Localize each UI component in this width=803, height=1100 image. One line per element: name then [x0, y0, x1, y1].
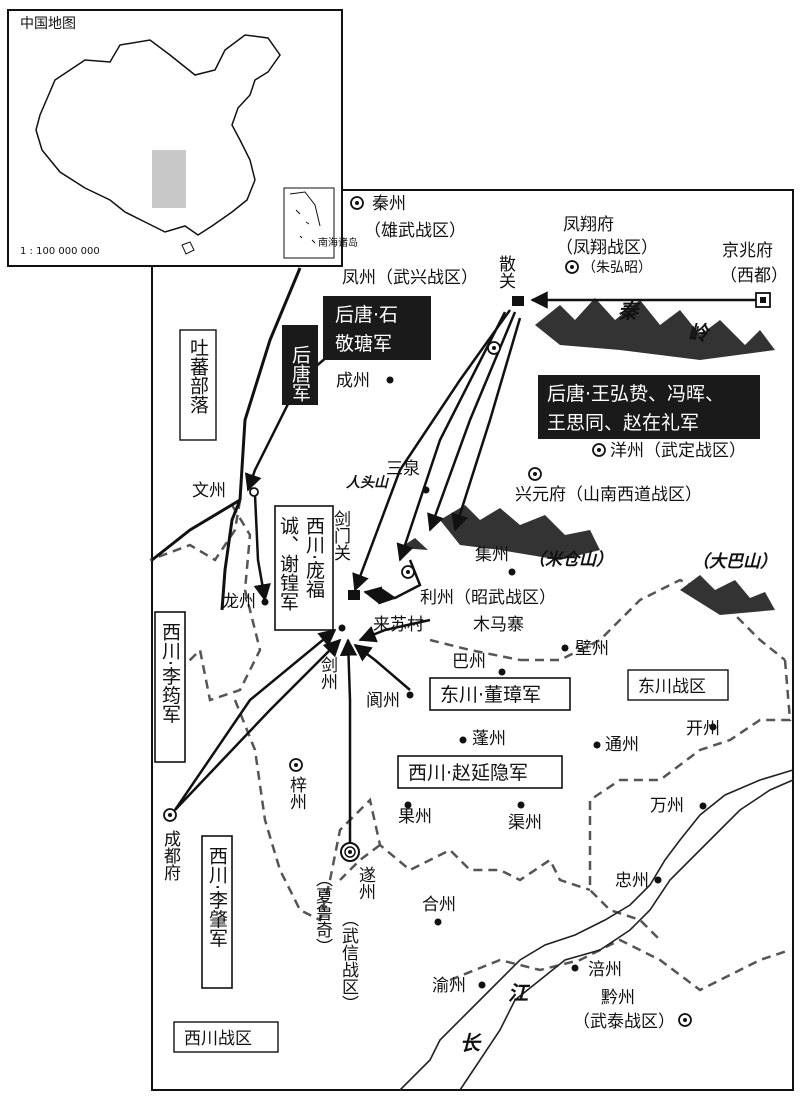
army-box-pangfu: 西川·庞福 诚、谢锽军 [274, 505, 334, 631]
svg-text:巴州: 巴州 [452, 652, 486, 672]
army-box-wanghongzhi: 后唐·王弘贽、冯晖、 王思同、赵在礼军 [538, 375, 760, 439]
svg-text:兴元府（山南西道战区）: 兴元府（山南西道战区） [515, 485, 702, 505]
svg-text:（大巴山）: （大巴山） [692, 552, 777, 572]
svg-text:凤翔府: 凤翔府 [563, 215, 614, 235]
inset-title: 中国地图 [20, 16, 76, 32]
rivers [399, 769, 794, 1091]
daba-mountains [680, 575, 775, 615]
svg-text:黔州: 黔州 [601, 988, 635, 1008]
army-box-zhaoyanyin: 西川·赵延隐军 [397, 755, 563, 789]
tubo-box: 吐蕃部落 [179, 329, 217, 441]
svg-text:人头山: 人头山 [346, 475, 390, 491]
svg-text:凤州（武兴战区）: 凤州（武兴战区） [342, 268, 478, 288]
zone-boundaries [149, 499, 792, 992]
svg-text:成州: 成州 [336, 371, 370, 391]
army-box-dongzhang: 东川·董璋军 [429, 677, 571, 711]
svg-text:西川战区: 西川战区 [184, 1029, 252, 1049]
place-labels: 秦州 （雄武战区） 凤翔府 （凤翔战区） （朱弘昭） 京兆府 （西都） 散关 凤… [160, 194, 788, 1055]
svg-text:后唐·石: 后唐·石 [335, 304, 398, 326]
svg-text:来苏村: 来苏村 [373, 615, 424, 635]
svg-text:开州: 开州 [686, 719, 720, 739]
svg-text:成都府: 成都府 [160, 830, 181, 882]
inset-scale: 1 : 100 000 000 [20, 246, 100, 257]
svg-text:西川·赵延隐军: 西川·赵延隐军 [408, 762, 528, 784]
svg-text:通州: 通州 [605, 735, 639, 755]
svg-text:木马寨: 木马寨 [473, 615, 524, 635]
army-box-liyun: 西川·李筠军 [154, 611, 186, 763]
south-sea-inset [283, 187, 335, 259]
svg-text:（西都）: （西都） [720, 266, 788, 286]
svg-text:岭: 岭 [688, 321, 711, 345]
inset-map: 中国地图 1 : 100 000 000 南海诸岛 [7, 9, 358, 267]
svg-text:梓州: 梓州 [286, 776, 307, 810]
svg-text:洋州（武定战区）: 洋州（武定战区） [610, 441, 746, 461]
svg-text:万州: 万州 [650, 796, 684, 816]
inset-highlight [152, 150, 186, 208]
svg-text:涪州: 涪州 [588, 960, 622, 980]
svg-text:敬瑭军: 敬瑭军 [335, 333, 392, 355]
svg-text:剑门关: 剑门关 [330, 510, 351, 561]
svg-text:集州: 集州 [475, 545, 509, 565]
army-box-houtang: 后唐军 [282, 325, 318, 405]
svg-text:吐蕃部落: 吐蕃部落 [187, 338, 209, 414]
svg-text:遂州: 遂州 [355, 866, 376, 900]
svg-text:后唐军: 后唐军 [289, 345, 311, 402]
svg-text:西川·李肇军: 西川·李肇军 [206, 846, 228, 947]
army-box-shijingtang: 后唐·石 敬瑭军 [323, 296, 431, 360]
svg-text:蓬州: 蓬州 [472, 729, 506, 749]
svg-text:秦州: 秦州 [372, 194, 406, 214]
svg-text:西川·李筠军: 西川·李筠军 [159, 622, 181, 723]
svg-text:利州（昭武战区）: 利州（昭武战区） [420, 588, 556, 608]
svg-text:（米仓山）: （米仓山） [528, 550, 613, 570]
svg-text:龙州: 龙州 [222, 592, 256, 612]
svg-text:诚、谢锽军: 诚、谢锽军 [277, 516, 299, 611]
svg-text:京兆府: 京兆府 [722, 241, 773, 261]
svg-text:三泉: 三泉 [386, 459, 420, 479]
frontier-lines [151, 267, 302, 611]
zone-box-xichuan: 西川战区 [173, 1021, 279, 1053]
svg-text:阆州: 阆州 [366, 691, 400, 711]
svg-text:东川战区: 东川战区 [638, 677, 706, 697]
svg-text:忠州: 忠州 [615, 871, 649, 891]
china-outline [35, 34, 281, 236]
south-sea-label: 南海诸岛 [318, 236, 358, 249]
svg-text:（武信战区）: （武信战区） [338, 910, 359, 1012]
svg-text:秦: 秦 [618, 299, 641, 323]
town-markers [163, 196, 771, 1027]
svg-text:（武泰战区）: （武泰战区） [573, 1012, 675, 1032]
svg-text:后唐·王弘贽、冯晖、: 后唐·王弘贽、冯晖、 [547, 383, 724, 405]
micang-mountains [440, 505, 600, 560]
svg-text:王思同、赵在礼军: 王思同、赵在礼军 [547, 412, 699, 434]
svg-text:（朱弘昭）: （朱弘昭） [582, 260, 652, 276]
zone-box-dongchuan: 东川战区 [627, 669, 729, 701]
svg-text:长: 长 [460, 1031, 482, 1055]
svg-text:渠州: 渠州 [508, 813, 542, 833]
svg-text:东川·董璋军: 东川·董璋军 [440, 684, 541, 706]
army-box-lizhao: 西川·李肇军 [201, 835, 233, 989]
svg-text:文州: 文州 [192, 481, 226, 501]
army-arrows [173, 291, 758, 845]
svg-text:（雄武战区）: （雄武战区） [364, 221, 466, 241]
svg-text:壁州: 壁州 [575, 639, 609, 659]
svg-text:（夏鲁奇）: （夏鲁奇） [312, 870, 333, 955]
svg-text:西川·庞福: 西川·庞福 [303, 516, 325, 598]
svg-text:剑州: 剑州 [317, 656, 338, 690]
svg-text:果州: 果州 [398, 807, 432, 827]
svg-text:渝州: 渝州 [432, 976, 466, 996]
svg-text:散关: 散关 [495, 255, 516, 289]
qinling-mountains [535, 298, 775, 360]
svg-text:（凤翔战区）: （凤翔战区） [556, 238, 658, 258]
svg-text:合州: 合州 [422, 895, 456, 915]
svg-text:江: 江 [508, 981, 531, 1005]
